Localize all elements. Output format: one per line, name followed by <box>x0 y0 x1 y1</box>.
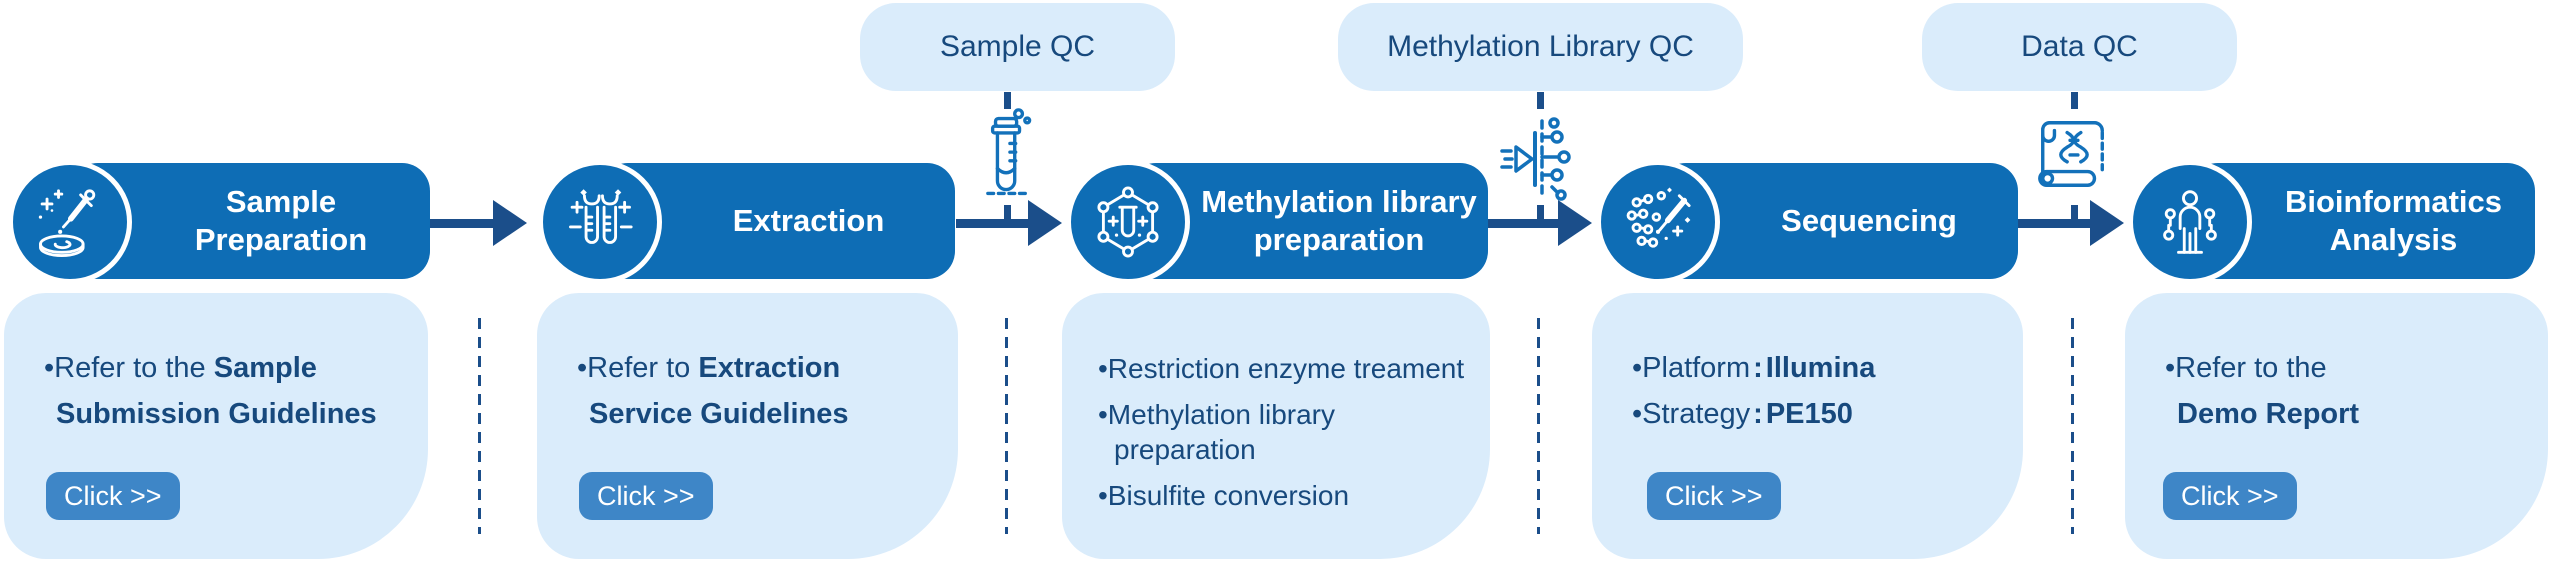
stage-title: Sequencing <box>1781 203 1957 238</box>
stage-circle-bioinformatics <box>2128 160 2252 284</box>
extraction-test-tubes-icon <box>569 189 633 244</box>
qc-connector-line <box>2071 92 2078 109</box>
panel-separator <box>1537 318 1540 534</box>
panel-kv-line: •Platform:Illumina <box>1632 352 1876 384</box>
panel-note: •Platform:Illumina •Strategy:PE150 <box>1632 345 2007 437</box>
data-report-scroll-icon <box>2032 114 2114 199</box>
panel-note: •Refer to the Sample Submission Guidelin… <box>44 345 412 437</box>
panel-separator <box>2071 318 2074 534</box>
stage-circle-methylation-library <box>1066 160 1190 284</box>
panel-note-line: •Refer to the <box>2165 352 2327 384</box>
panel-kv-line: •Strategy:PE150 <box>1632 398 1853 430</box>
panel-note-line: Service Guidelines <box>589 398 849 430</box>
qc-bubble-label: Data QC <box>2021 30 2138 63</box>
panel-note-line: •Refer to the Sample <box>44 352 317 384</box>
panel-sequencing: •Platform:Illumina •Strategy:PE150 Click… <box>1592 293 2023 559</box>
arrow-right-icon <box>2090 200 2124 246</box>
panel-extraction: •Refer to Extraction Service Guidelines … <box>537 293 958 559</box>
panel-note-line: Submission Guidelines <box>56 398 377 430</box>
dna-fragments-pipette-icon <box>1626 187 1691 248</box>
click-button[interactable]: Click >> <box>579 472 713 520</box>
qc-bubble-methylation-library: Methylation Library QC <box>1338 3 1743 91</box>
bullet-item: •Restriction enzyme treament <box>1098 353 1465 384</box>
qc-connector-line <box>2071 205 2078 223</box>
stage-banner-methylation-library-preparation: Methylation library preparation <box>1128 163 1488 279</box>
stage-banner-bioinformatics-analysis: Bioinformatics Analysis <box>2190 163 2535 279</box>
panel-bullet-list: •Restriction enzyme treament •Methylatio… <box>1098 351 1480 524</box>
qc-connector-line <box>1004 205 1011 223</box>
stage-circle-sequencing <box>1596 160 1720 284</box>
arrow-right-icon <box>430 219 494 228</box>
qc-connector-line <box>1004 92 1011 109</box>
panel-note-line: •Refer to Extraction <box>577 352 841 384</box>
click-button[interactable]: Click >> <box>46 472 180 520</box>
arrow-right-icon <box>2018 219 2091 228</box>
library-fragments-icon <box>1498 116 1582 207</box>
arrow-right-icon <box>1488 219 1559 228</box>
molecule-test-tube-icon <box>1097 186 1159 258</box>
arrow-right-icon <box>493 200 527 246</box>
click-button[interactable]: Click >> <box>2163 472 2297 520</box>
sample-test-tube-icon <box>984 106 1032 209</box>
qc-bubble-label: Sample QC <box>939 30 1096 63</box>
panel-methylation-library: •Restriction enzyme treament •Methylatio… <box>1062 293 1490 559</box>
panel-sample-preparation: •Refer to the Sample Submission Guidelin… <box>4 293 428 559</box>
bullet-item: •Methylation library preparation <box>1098 399 1336 465</box>
stage-banner-sample-preparation: Sample Preparation <box>70 163 430 279</box>
stage-title: Bioinformatics Analysis <box>2284 184 2503 257</box>
arrow-right-icon <box>1028 200 1062 246</box>
stage-circle-extraction <box>538 160 662 284</box>
qc-bubble-data: Data QC <box>1922 3 2237 91</box>
click-button[interactable]: Click >> <box>1647 472 1781 520</box>
stage-title: Sample Preparation <box>194 184 368 257</box>
panel-note-line: Demo Report <box>2177 398 2360 430</box>
stage-circle-sample-preparation <box>8 160 132 284</box>
qc-bubble-sample: Sample QC <box>860 3 1175 91</box>
stage-title: Methylation library preparation <box>1201 184 1477 257</box>
panel-separator <box>1005 318 1008 534</box>
qc-bubble-label: Methylation Library QC <box>1387 30 1694 63</box>
arrow-right-icon <box>956 219 1029 228</box>
qc-connector-line <box>1537 205 1544 223</box>
bullet-item: •Bisulfite conversion <box>1098 480 1350 511</box>
panel-note: •Refer to Extraction Service Guidelines <box>577 345 942 437</box>
qc-connector-line <box>1537 92 1544 109</box>
panel-note: •Refer to the Demo Report <box>2165 345 2532 437</box>
arrow-right-icon <box>1558 200 1592 246</box>
petri-dish-dropper-icon <box>38 189 96 258</box>
panel-bioinformatics: •Refer to the Demo Report Click >> <box>2125 293 2548 559</box>
analyst-person-icon <box>2163 190 2217 254</box>
stage-title: Extraction <box>732 203 885 238</box>
panel-separator <box>478 318 481 534</box>
